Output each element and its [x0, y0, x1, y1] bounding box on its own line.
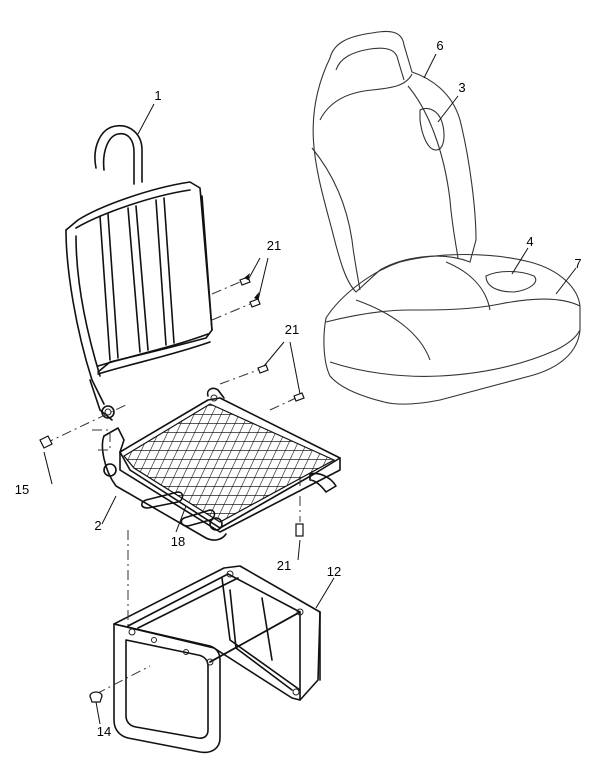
bolster-tag	[419, 107, 445, 151]
seat-riser	[113, 565, 321, 754]
backrest-cushion	[312, 30, 477, 293]
callout-4: 4	[526, 234, 533, 249]
leader-lines	[43, 53, 577, 725]
callout-14: 14	[97, 724, 111, 739]
callout-21-middle: 21	[285, 322, 299, 337]
callout-21-top: 21	[267, 238, 281, 253]
callout-3: 3	[458, 80, 465, 95]
seat-tag	[485, 270, 537, 293]
callout-7: 7	[574, 256, 581, 271]
callout-12: 12	[327, 564, 341, 579]
callout-2: 2	[94, 518, 101, 533]
callout-6: 6	[436, 38, 443, 53]
callout-21-bottom: 21	[277, 558, 291, 573]
seat-cushion-assembly	[311, 30, 581, 405]
seat-cushion	[323, 253, 581, 405]
callouts: 1 2 3 4 6 7 12 14 15 18 21 21 21	[15, 38, 582, 739]
callout-1: 1	[154, 88, 161, 103]
callout-18: 18	[171, 534, 185, 549]
seat-pan-assembly	[101, 387, 341, 541]
callout-15: 15	[15, 482, 29, 497]
seat-back-frame	[65, 125, 213, 421]
